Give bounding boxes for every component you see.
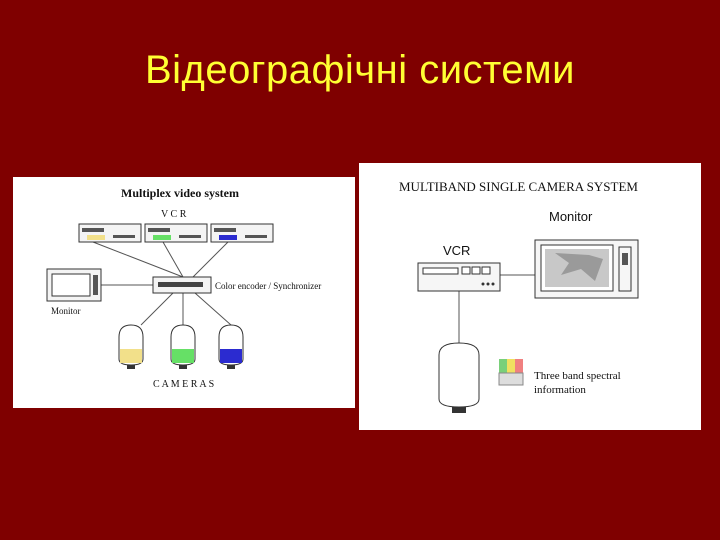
camera-1	[119, 325, 143, 369]
slide-title: Відеографічні системи	[0, 48, 720, 93]
spectral-info-line-2: information	[534, 384, 586, 396]
cameras-label: C A M E R A S	[153, 379, 214, 390]
camera-2	[171, 325, 195, 369]
vcr-label-left: V C R	[161, 209, 187, 220]
vcr-unit-right	[418, 263, 500, 291]
multiband-camera-system-diagram: MULTIBAND SINGLE CAMERA SYSTEM Monitor V…	[359, 163, 701, 430]
vcr-label-right: VCR	[443, 243, 470, 258]
spectral-swatch-icon	[499, 359, 523, 385]
multiplex-heading: Multiplex video system	[121, 186, 239, 200]
monitor-right	[535, 240, 638, 298]
encoder-label: Color encoder / Synchronizer	[215, 281, 321, 291]
camera-3	[219, 325, 243, 369]
spectral-info-line-1: Three band spectral	[534, 370, 621, 382]
multiband-heading: MULTIBAND SINGLE CAMERA SYSTEM	[399, 179, 638, 194]
vcr-unit-1	[79, 224, 141, 242]
vcr-unit-3	[211, 224, 273, 242]
vcr-unit-2	[145, 224, 207, 242]
color-encoder-box	[153, 277, 211, 293]
monitor-left	[47, 269, 101, 301]
multiplex-video-system-diagram: Multiplex video system V C R Col	[13, 177, 355, 408]
monitor-label-left: Monitor	[51, 306, 81, 316]
monitor-label-right: Monitor	[549, 209, 593, 224]
camera-right	[439, 343, 479, 413]
